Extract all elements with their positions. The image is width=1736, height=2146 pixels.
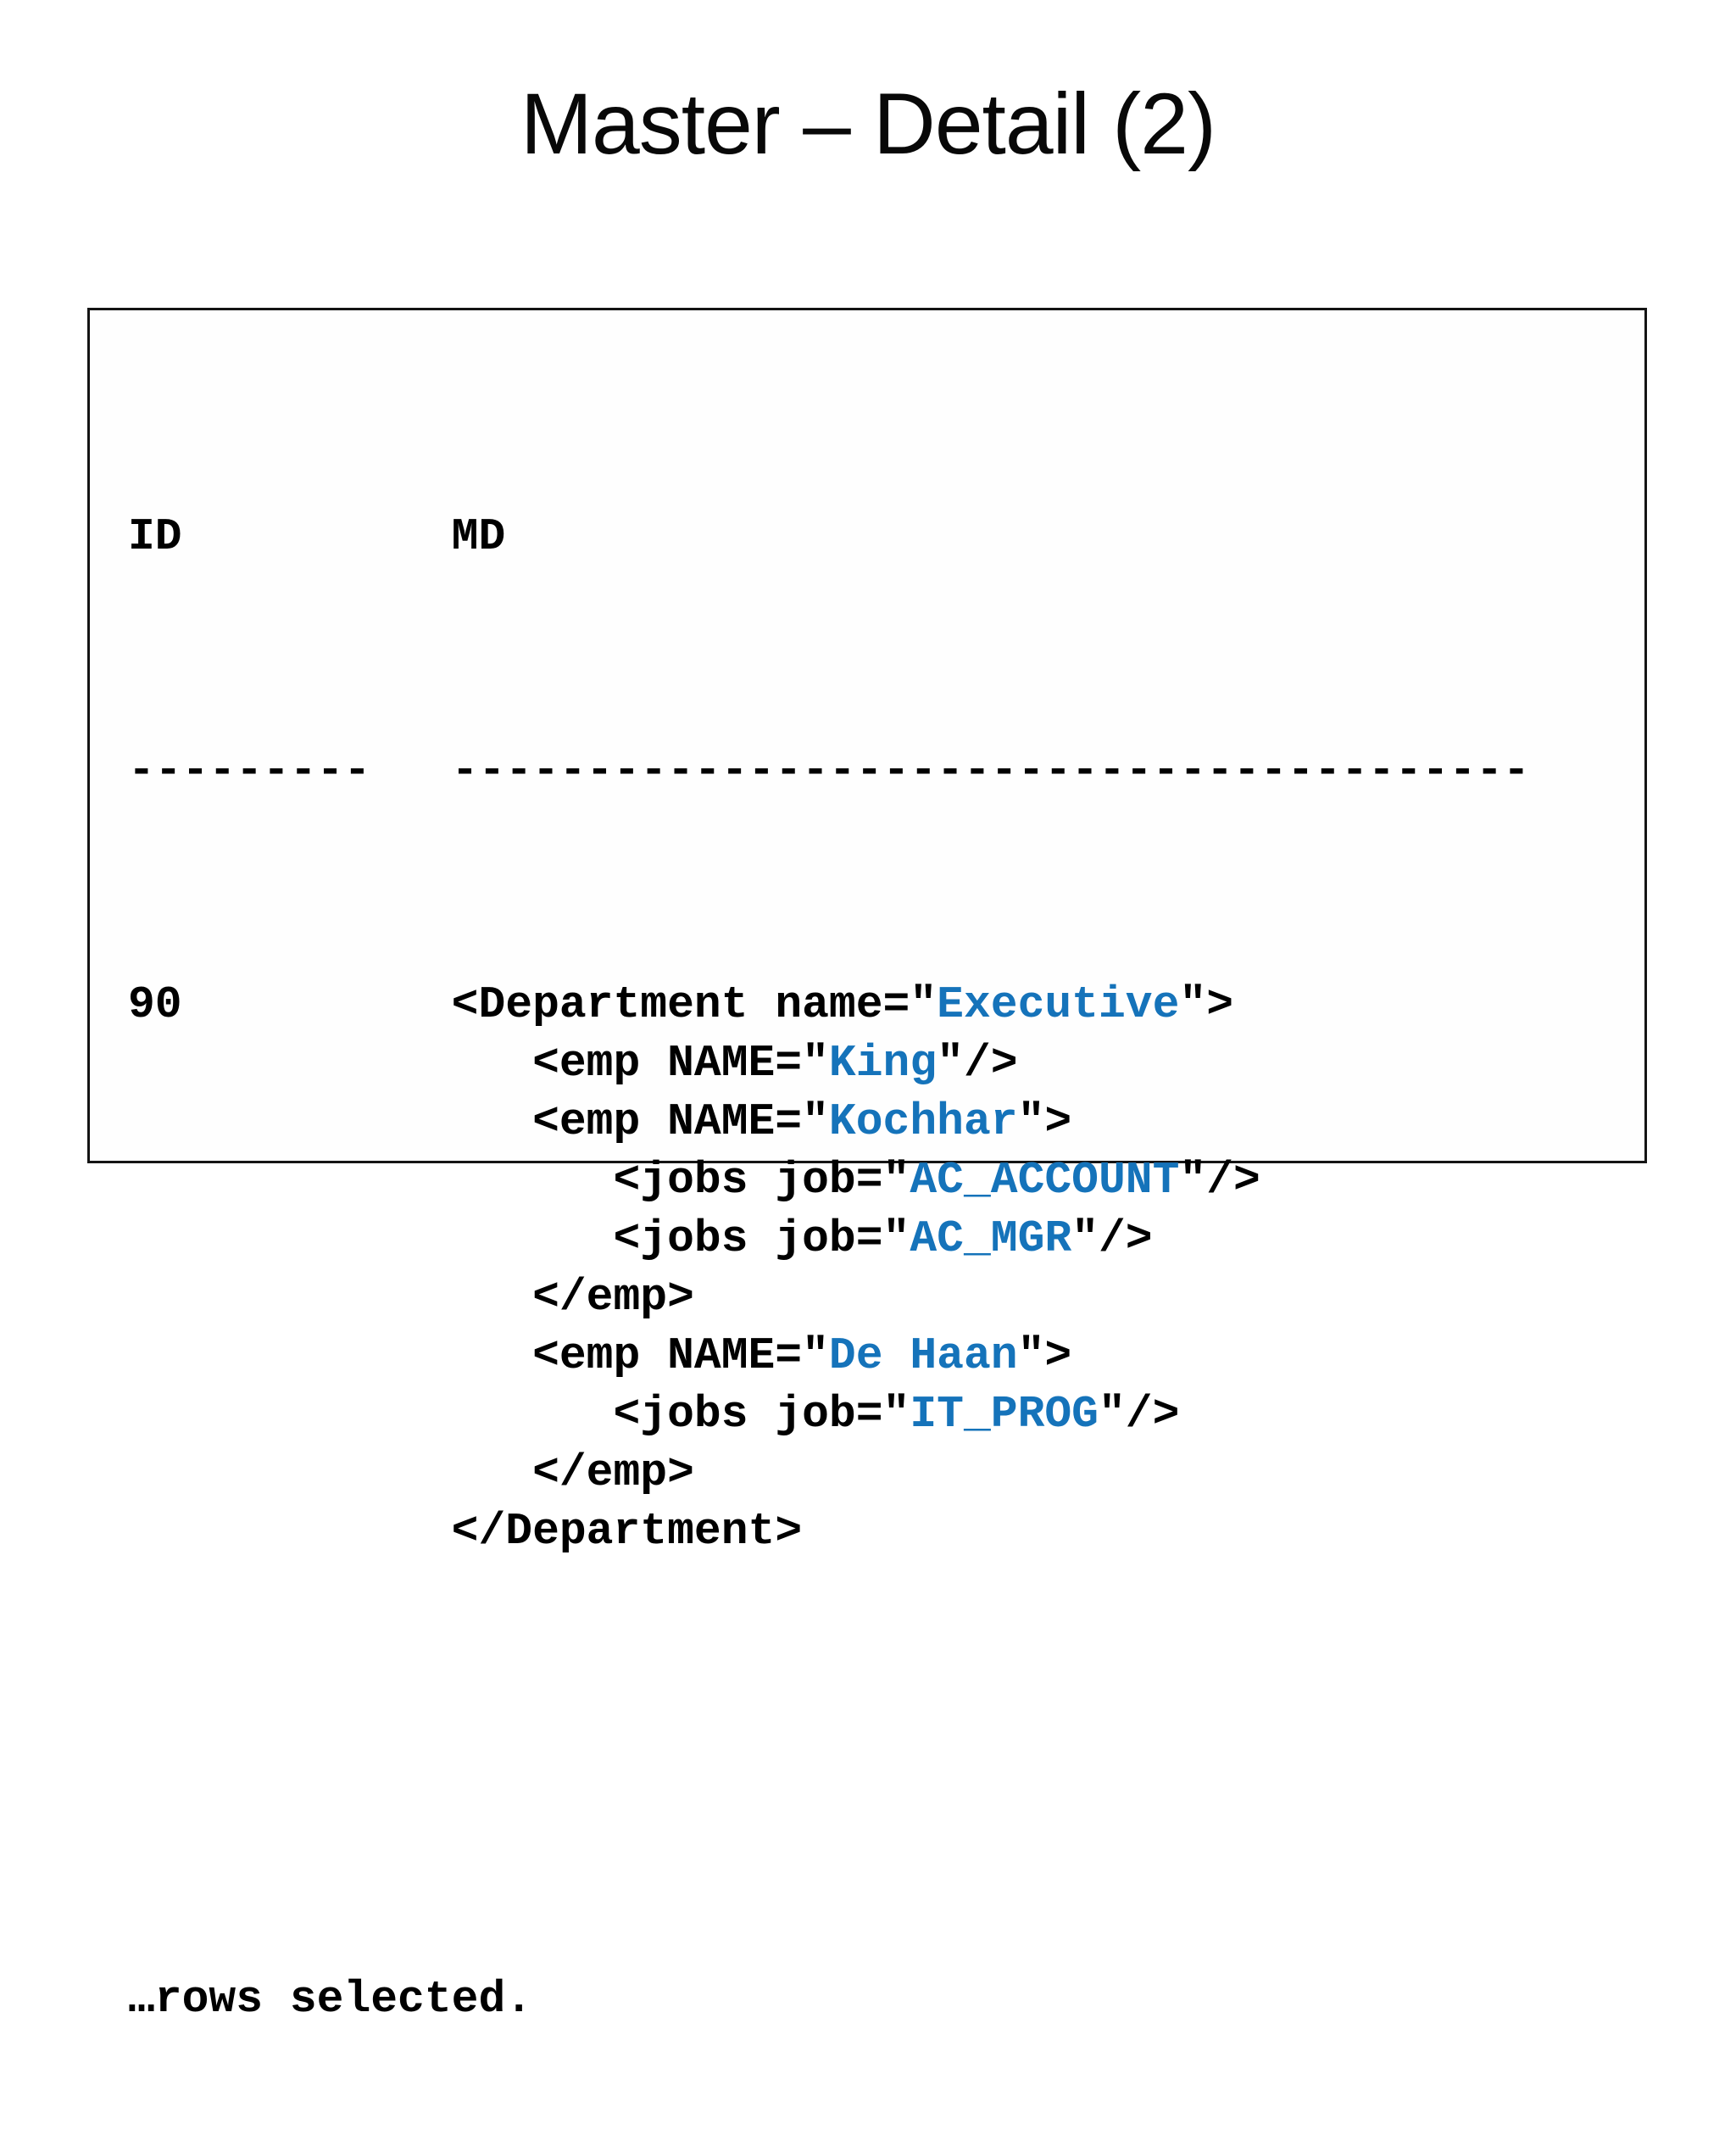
xml-attribute-value: De Haan [828, 1330, 1018, 1381]
column-header-row: ID MD [128, 508, 1628, 566]
xml-markup: "/> [1098, 1389, 1180, 1440]
xml-attribute-value: King [828, 1038, 938, 1089]
xml-markup: <jobs job=" [613, 1155, 910, 1206]
xml-code-line: <jobs job="AC_MGR"/> [452, 1210, 1260, 1268]
column-header-md: MD [451, 511, 506, 562]
xml-code-line: <jobs job="AC_ACCOUNT"/> [452, 1151, 1260, 1210]
xml-attribute-value: Executive [937, 979, 1180, 1030]
result-row-id-value: 90 [128, 979, 182, 1030]
result-row: 90 <Department name="Executive"><emp NAM… [128, 976, 1628, 1561]
sql-output-box: ID MD --------- ------------------------… [87, 308, 1647, 2025]
column-underline-row: --------- ------------------------------… [128, 742, 1628, 800]
rows-selected-text: …rows selected. [128, 1974, 533, 2025]
xml-attribute-value: IT_PROG [910, 1389, 1099, 1440]
xml-code-line: <emp NAME="King"/> [452, 1034, 1260, 1093]
xml-markup: </emp> [532, 1447, 694, 1498]
xml-markup: </Department> [451, 1506, 803, 1557]
xml-attribute-value: AC_MGR [910, 1213, 1072, 1264]
xml-markup: "> [1017, 1330, 1072, 1381]
xml-code-line: <jobs job="IT_PROG"/> [452, 1385, 1260, 1444]
xml-attribute-value: Kochhar [828, 1096, 1018, 1147]
xml-code-line: </Department> [452, 1502, 1260, 1561]
xml-code-line: <emp NAME="Kochhar"> [452, 1093, 1260, 1151]
xml-markup: <emp NAME=" [532, 1038, 829, 1089]
xml-markup: "/> [1179, 1155, 1260, 1206]
column-underline-md: ---------------------------------------- [451, 745, 1530, 796]
xml-code-line: <emp NAME="De Haan"> [452, 1327, 1260, 1385]
column-header-id: ID [128, 511, 182, 562]
xml-markup: <Department name=" [451, 979, 938, 1030]
blank-line [128, 1736, 1628, 1795]
xml-markup: <jobs job=" [613, 1213, 910, 1264]
xml-markup: <emp NAME=" [532, 1330, 829, 1381]
xml-markup: "> [1017, 1096, 1072, 1147]
xml-markup: <emp NAME=" [532, 1096, 829, 1147]
xml-output-block: <Department name="Executive"><emp NAME="… [452, 976, 1260, 1561]
xml-attribute-value: AC_ACCOUNT [910, 1155, 1180, 1206]
xml-code-line: </emp> [452, 1444, 1260, 1502]
slide-title: Master – Detail (2) [520, 75, 1216, 172]
xml-markup: </emp> [532, 1272, 694, 1323]
xml-markup: "/> [937, 1038, 1018, 1089]
xml-code-line: <Department name="Executive"> [452, 976, 1260, 1034]
xml-markup: "> [1179, 979, 1234, 1030]
xml-markup: <jobs job=" [613, 1389, 910, 1440]
column-underline-id: --------- [128, 745, 371, 796]
xml-markup: "/> [1071, 1213, 1153, 1264]
xml-code-line: </emp> [452, 1268, 1260, 1327]
